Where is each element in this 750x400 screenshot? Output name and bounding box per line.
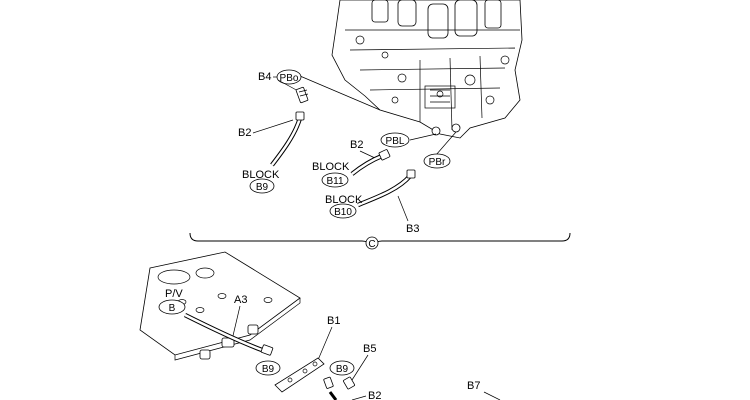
bracket-b1	[274, 357, 325, 393]
leader-pbl	[409, 133, 437, 141]
label-b5: B5	[363, 343, 376, 355]
label-b1: B1	[327, 315, 340, 327]
label-block-b9: BLOCK	[242, 169, 280, 181]
hose-b2-left	[270, 111, 305, 167]
label-pv: P/V	[165, 288, 183, 300]
bubble-pbo	[276, 69, 302, 85]
label-a3: A3	[234, 294, 247, 306]
fitting-b5	[343, 376, 355, 390]
label-c: C	[368, 239, 375, 250]
fittings-lower	[323, 376, 338, 400]
bubble-pbr	[423, 153, 451, 169]
tube-a3	[183, 312, 274, 356]
label-b3: B3	[406, 223, 419, 235]
label-b: B	[169, 303, 176, 314]
leader-pbr	[435, 131, 457, 156]
bubble-b11	[321, 172, 349, 188]
leader-pbo	[299, 75, 381, 111]
label-b9-bottom-left: B9	[262, 364, 275, 375]
fitting-b4	[295, 86, 309, 104]
label-b9-bottom-right: B9	[336, 364, 349, 375]
hose-b2-mid	[350, 149, 391, 176]
label-pbo: PBo	[280, 73, 299, 84]
label-b11: B11	[326, 176, 343, 187]
brace-c	[189, 232, 571, 247]
bubble-c	[365, 236, 379, 250]
bubble-pbl	[380, 132, 410, 148]
hose-b3	[357, 169, 416, 208]
label-block-b11: BLOCK	[312, 161, 350, 173]
label-b4: B4	[258, 71, 271, 83]
control-valve-drawing	[331, 0, 523, 139]
label-b9-top: B9	[256, 182, 269, 193]
bubble-b	[158, 299, 186, 315]
label-b2-left: B2	[238, 127, 251, 139]
label-b2-bottom: B2	[368, 390, 381, 400]
label-pbr: PBr	[429, 157, 446, 168]
bubble-b9-top	[249, 178, 275, 194]
label-pbl: PBL	[386, 136, 405, 147]
pump-plate-drawing	[139, 251, 301, 361]
label-b2-mid: B2	[350, 139, 363, 151]
label-b7: B7	[467, 380, 480, 392]
bubble-b9-bottom-right	[329, 360, 355, 376]
bubble-b10	[329, 203, 357, 219]
label-block-b10: BLOCK	[325, 194, 363, 206]
label-b10: B10	[334, 207, 352, 218]
bubble-b9-bottom-left	[255, 360, 281, 376]
